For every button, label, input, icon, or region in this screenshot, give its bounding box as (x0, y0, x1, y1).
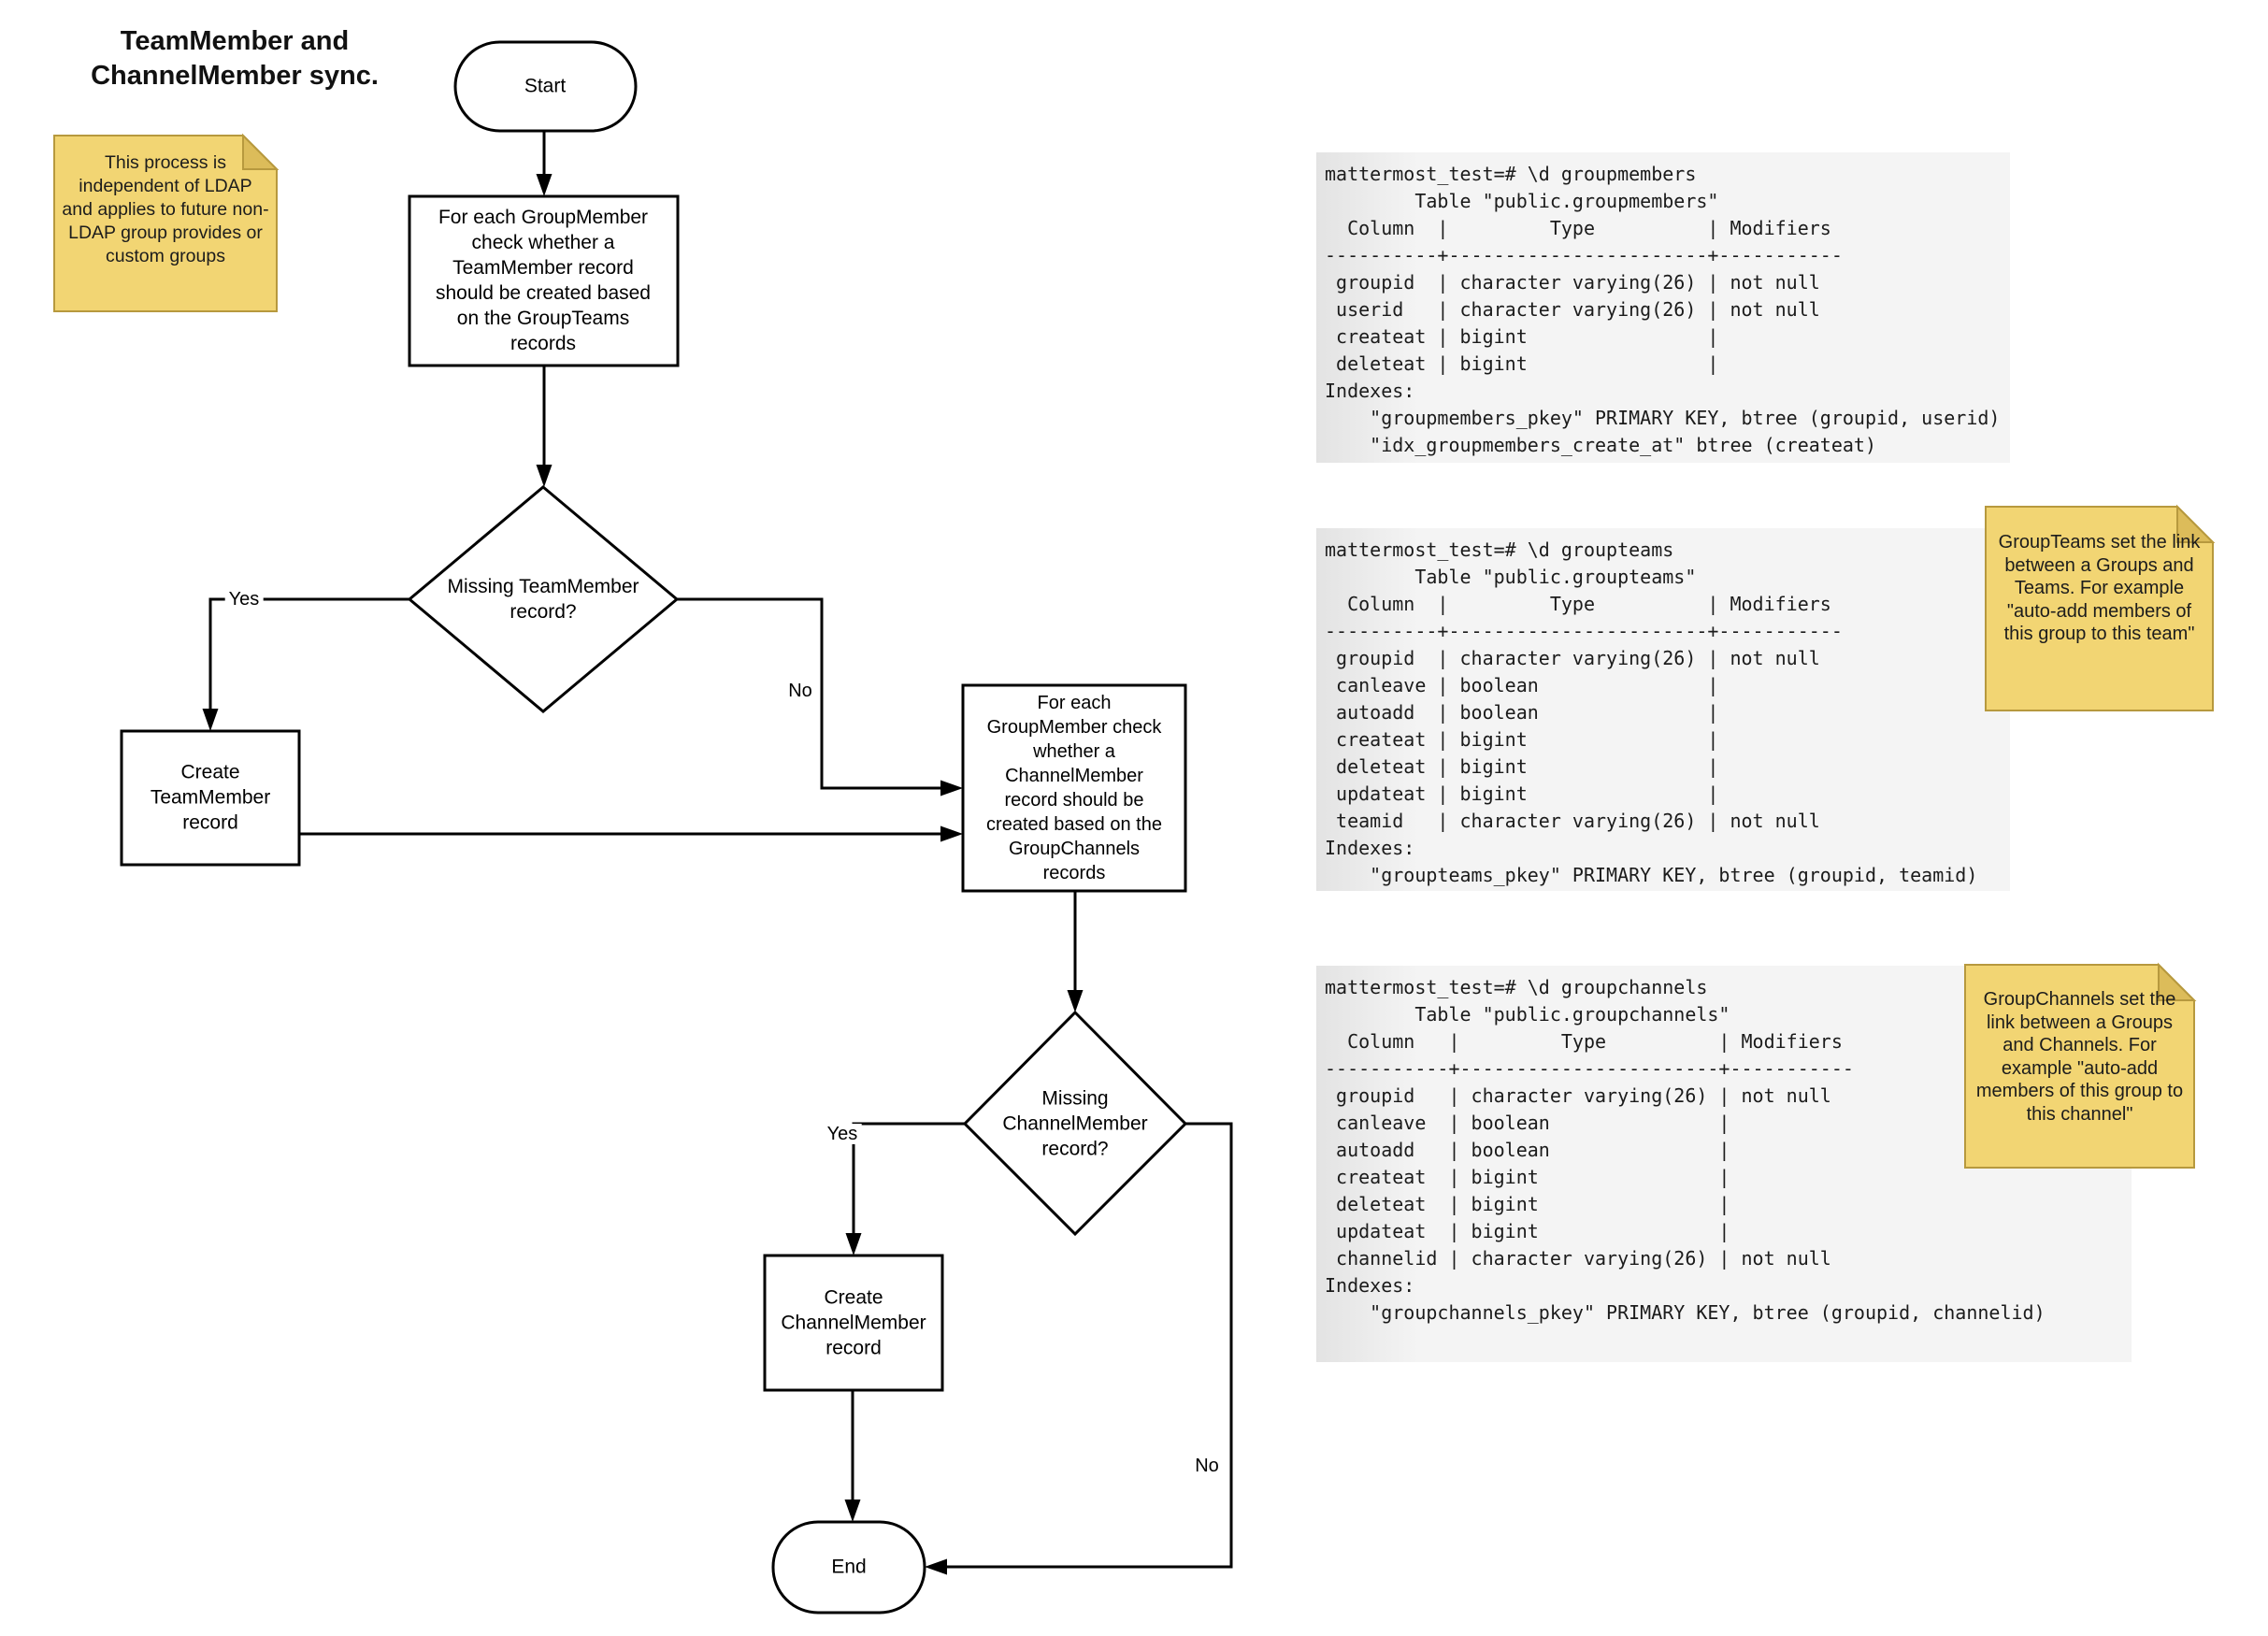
ldap-sticky-note-fold (242, 133, 280, 170)
edge-decision-channel-no (945, 1122, 1233, 1569)
terminal-groupteams: mattermost_test=# \d groupteams Table "p… (1316, 528, 2010, 891)
groupchannels-sticky-note-fold (2158, 962, 2197, 1001)
create-team-process-node (120, 729, 301, 867)
arrowhead-check-channel-to-decision (1067, 990, 1084, 1012)
decision-team-label: Missing TeamMember record? (447, 576, 639, 623)
create-team-process-label: Create TeamMember record (150, 761, 271, 834)
edge-label-team-no: No (784, 681, 816, 701)
ldap-sticky-note-text: This process is independent of LDAP and … (62, 152, 269, 266)
end-node-label: End (831, 1556, 867, 1578)
edge-label-channel-yes: Yes (823, 1124, 862, 1144)
create-channel-process-node (763, 1254, 944, 1392)
check-channel-process-node (961, 683, 1187, 893)
edge-label-team-yes: Yes (224, 589, 264, 610)
arrowheads (202, 174, 1084, 1575)
arrowhead-decision-channel-no (925, 1558, 947, 1575)
check-channel-process-label: For each GroupMember check whether a Cha… (986, 693, 1162, 883)
decision-channel-label: Missing ChannelMember record? (1002, 1087, 1148, 1160)
edge-label-channel-no: No (1191, 1456, 1223, 1476)
page-title-line1: TeamMember and (120, 26, 350, 56)
arrowhead-check-team-to-decision (536, 465, 553, 487)
terminal-groupmembers: mattermost_test=# \d groupmembers Table … (1316, 152, 2010, 463)
groupchannels-sticky-note-text: GroupChannels set the link between a Gro… (1975, 989, 2184, 1125)
decision-team-diamond (407, 485, 680, 713)
terminal-groupchannels: mattermost_test=# \d groupchannels Table… (1316, 966, 2132, 1362)
groupchannels-sticky-note (1964, 964, 2195, 1169)
edge-decision-channel-yes (852, 1122, 965, 1235)
end-node (771, 1520, 926, 1614)
check-team-process-label: For each GroupMember check whether a Tea… (435, 207, 651, 354)
page-title: TeamMember and ChannelMember sync. (89, 24, 380, 93)
terminal-groupteams-text: mattermost_test=# \d groupteams Table "p… (1325, 538, 1978, 886)
groupteams-sticky-note-text: GroupTeams set the link between a Groups… (1998, 532, 2201, 644)
page-title-line2: ChannelMember sync. (91, 61, 379, 91)
arrowhead-decision-team-yes (202, 709, 219, 731)
arrowhead-start-to-check-team (536, 174, 553, 196)
terminal-groupchannels-text: mattermost_test=# \d groupchannels Table… (1325, 976, 2046, 1324)
start-node-label: Start (524, 75, 567, 97)
start-node (453, 40, 638, 133)
arrowhead-create-team-to-check-channel (940, 825, 963, 842)
groupteams-sticky-note (1985, 506, 2214, 711)
arrowhead-create-channel-to-end (844, 1500, 861, 1522)
ldap-sticky-note (53, 135, 278, 312)
arrowhead-decision-channel-yes (845, 1233, 862, 1256)
terminal-groupmembers-text: mattermost_test=# \d groupmembers Table … (1325, 163, 2001, 456)
edge-decision-team-no (677, 597, 942, 790)
arrowhead-decision-team-no (940, 780, 963, 796)
create-channel-process-label: Create ChannelMember record (781, 1286, 926, 1359)
decision-channel-diamond (962, 1010, 1188, 1237)
check-team-process-node (408, 194, 680, 367)
groupteams-sticky-note-fold (2176, 504, 2216, 543)
edge-decision-team-yes (208, 597, 409, 710)
